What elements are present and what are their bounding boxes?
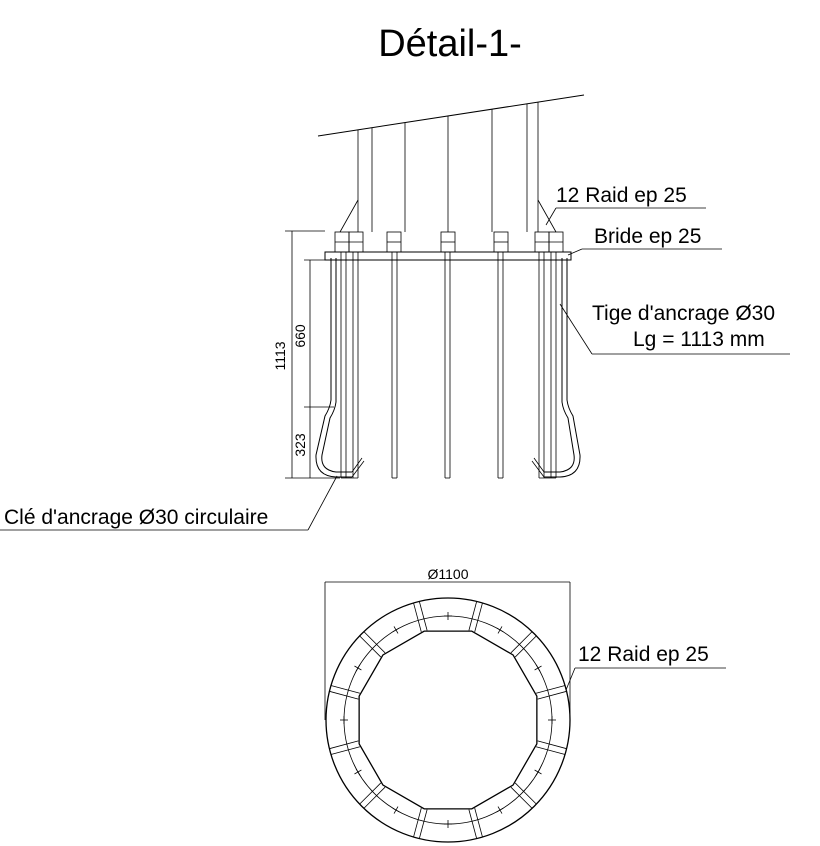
bolt-mark [354,665,362,671]
elevation-view: 1113 660 323 12 Raid ep 25 Bride ep 25 T… [0,94,790,531]
bolt-mark [354,769,362,775]
label-tige-line1: Tige d'ancrage Ø30 [592,302,775,325]
rib-line [363,631,386,654]
dim-diameter: Ø1100 [428,566,469,582]
label-tige-line2: Lg = 1113 mm [633,328,765,351]
bolt-mark [393,626,399,634]
rib-line [514,782,537,805]
dim-total-length: 1113 [272,341,288,370]
leader-lines [0,207,790,531]
label-bride: Bride ep 25 [594,225,701,248]
label-raid-bottom: 12 Raid ep 25 [578,643,709,666]
stiffener-lines [339,102,557,233]
rib-line [535,746,566,755]
anchor-nuts [334,231,564,253]
rib-line [329,690,359,700]
bolt-mark [393,806,399,814]
rib-line [330,746,361,755]
anchor-key-bars [315,258,581,478]
rib-line [537,690,567,700]
bolt-mark [497,626,503,634]
rib-line [418,809,428,839]
bride-plate [324,251,572,261]
rib-line [537,740,567,750]
rib-line [359,635,382,658]
rib-line [468,809,478,839]
rib-line [329,740,359,750]
rib-line [514,635,537,658]
bolt-mark [534,769,542,775]
label-raid-top: 12 Raid ep 25 [556,184,687,207]
bolt-mark [534,665,542,671]
dimension-lines [285,230,340,479]
rib-line [413,807,422,838]
rib-line [474,807,483,838]
rib-line [418,601,428,631]
dim-upper-length: 660 [292,324,308,348]
rib-line [413,602,422,633]
dim-lower-length: 323 [292,433,308,457]
outer-ring [325,597,571,843]
anchor-rods [340,252,557,479]
slope-line [317,94,585,137]
rib-line [363,786,386,809]
rib-line [359,782,382,805]
rib-line [510,631,533,654]
stiffener-ribs [329,601,567,839]
rib-line [535,685,566,694]
inner-dodecagon [358,630,538,810]
rib-line [468,601,478,631]
rib-line [474,602,483,633]
plan-view: Ø1100 12 Raid ep 25 [324,566,726,843]
drawing-title: Détail-1- [378,23,522,65]
leader-raid-bottom [565,667,576,691]
rib-line [330,685,361,694]
bolt-mark [497,806,503,814]
bolt-circle [343,615,553,825]
rib-line [510,786,533,809]
label-cle: Clé d'ancrage Ø30 circulaire [4,506,268,529]
